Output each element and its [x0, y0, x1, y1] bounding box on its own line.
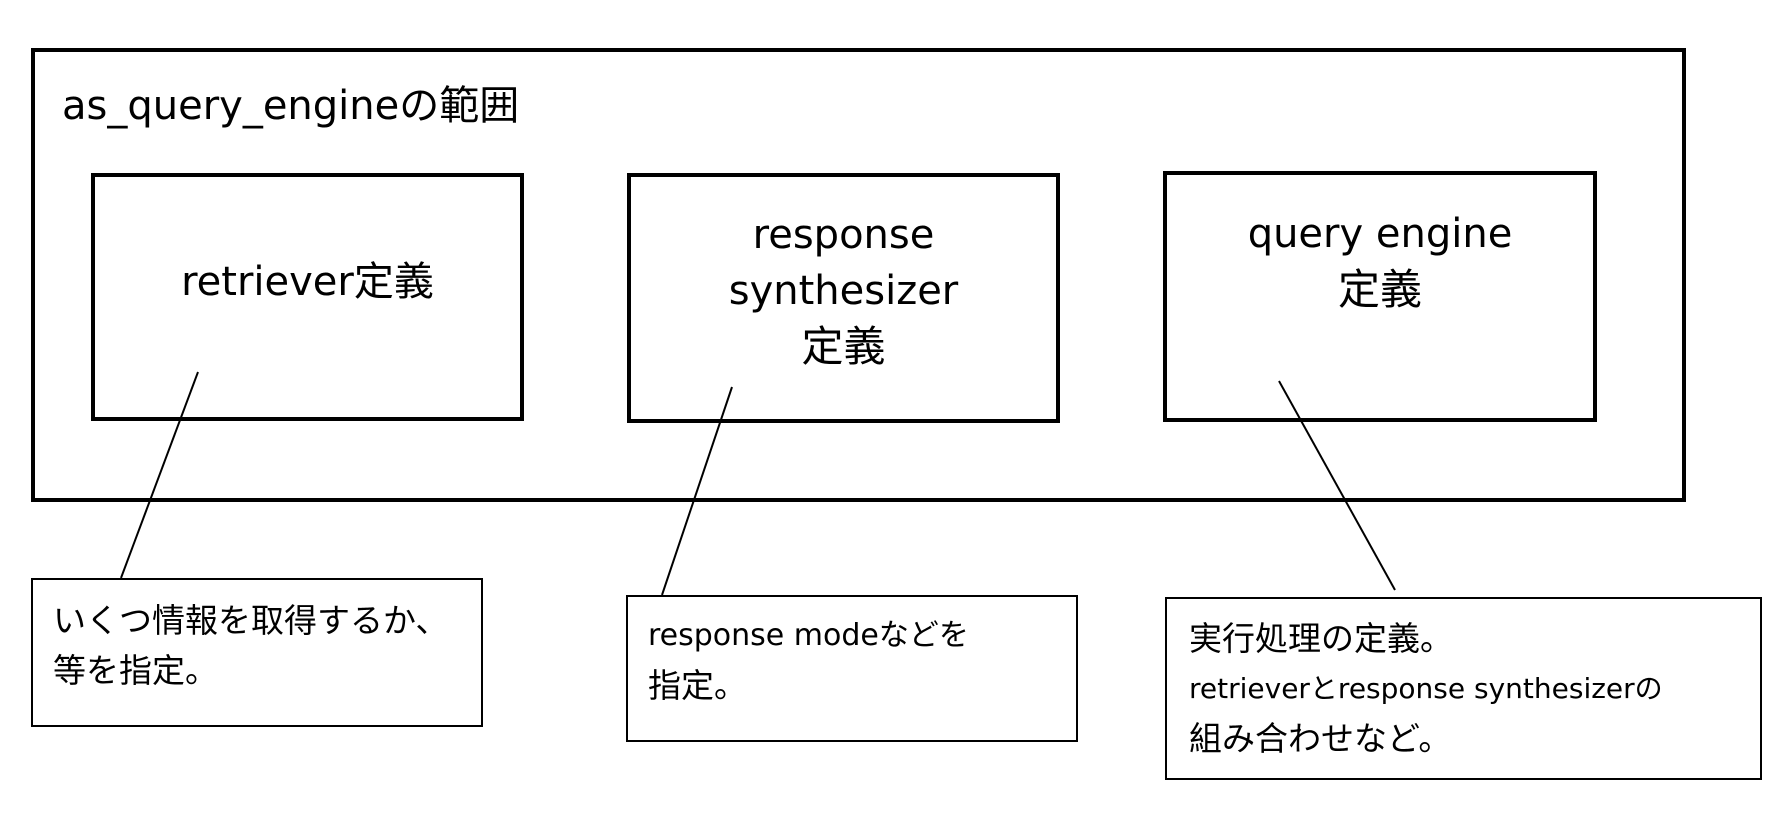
synthesizer-label-line3: 定義	[801, 322, 886, 371]
query-engine-definition-box: query engine 定義	[1163, 171, 1597, 422]
engine-note-line2: retrieverとresponse synthesizerの	[1189, 671, 1663, 705]
synthesizer-label-line2: synthesizer	[728, 268, 959, 314]
engine-note-line1: 実行処理の定義。	[1189, 618, 1453, 658]
response-synthesizer-definition-box: response synthesizer 定義	[627, 173, 1060, 423]
retriever-definition-label: retriever定義	[181, 259, 434, 305]
engine-note-line3: 組み合わせなど。	[1189, 718, 1452, 758]
engine-label-line2: 定義	[1337, 264, 1422, 314]
engine-note-box: 実行処理の定義。 retrieverとresponse synthesizerの…	[1165, 597, 1762, 780]
synthesizer-note-box: response modeなどを 指定。	[626, 595, 1078, 742]
as-query-engine-scope-frame	[31, 48, 1686, 502]
retriever-note-line2: 等を指定。	[53, 650, 218, 690]
synthesizer-label-line1: response	[752, 212, 935, 258]
synthesizer-note-line1: response modeなどを	[648, 617, 969, 653]
retriever-definition-box: retriever定義	[91, 173, 524, 421]
retriever-note-box: いくつ情報を取得するか、 等を指定。	[31, 578, 483, 727]
retriever-note-line1: いくつ情報を取得するか、	[53, 600, 449, 640]
scope-title: as_query_engineの範囲	[62, 83, 520, 129]
engine-label-line1: query engine	[1247, 210, 1513, 257]
synthesizer-note-line2: 指定。	[648, 665, 747, 705]
